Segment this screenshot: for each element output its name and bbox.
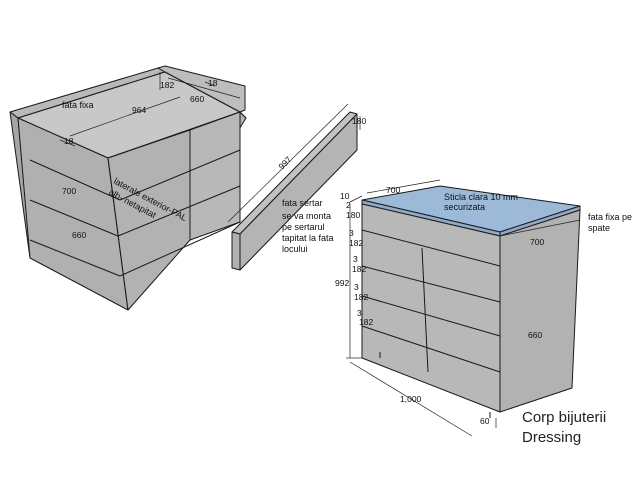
drawer-note-4: locului	[282, 244, 308, 254]
dim-2: 2	[346, 200, 351, 210]
dim-182-d: 182	[359, 317, 373, 327]
drawer-note-2: pe sertarul	[282, 222, 325, 232]
dim-18-top: 18	[208, 78, 218, 88]
drawer-front: 997 180 fata sertar se va monta pe serta…	[227, 103, 366, 271]
dim-1000: 1,000	[400, 394, 422, 404]
dim-182-c: 182	[354, 292, 368, 302]
left-cabinet: 182 18 660 964 18 700 660 fata fixa late…	[9, 65, 247, 311]
right-cabinet: 700 10 2 180 3 182 3 182 992 3 182 3 182…	[335, 179, 632, 437]
left-front-face-right	[189, 111, 241, 241]
glass-label-2: securizata	[444, 202, 485, 212]
dim-side-700: 700	[530, 237, 544, 247]
title-line-2: Dressing	[522, 429, 581, 446]
dim-992: 992	[335, 278, 349, 288]
dim-997: 997	[276, 154, 293, 171]
dim-660: 660	[72, 230, 86, 240]
label-fata-fixa: fata fixa	[62, 100, 94, 110]
glass-label-1: Sticla clara 10 mm	[444, 192, 518, 202]
dim-182-a: 182	[349, 238, 363, 248]
dim-3-b: 3	[353, 254, 358, 264]
back-label-2: spate	[588, 223, 610, 233]
drawer-front-face	[231, 231, 241, 271]
dim-964: 964	[132, 105, 146, 115]
drawer-front-body	[239, 113, 358, 271]
label-fata-sertar: fata sertar	[282, 198, 323, 208]
dim-180-drawer: 180	[352, 116, 366, 126]
dim-side-660: 660	[528, 330, 542, 340]
title-line-1: Corp bijuterii	[522, 409, 606, 426]
dim-10: 10	[340, 191, 350, 201]
dim-180: 180	[346, 210, 360, 220]
dim-3-d: 3	[357, 308, 362, 318]
dim-182: 182	[160, 80, 174, 90]
dim-top-700: 700	[386, 185, 400, 195]
left-right-lateral-top	[157, 65, 246, 113]
dim-60: 60	[480, 416, 490, 426]
drawer-note-3: tapitat la fata	[282, 233, 334, 243]
dim-3-c: 3	[354, 282, 359, 292]
drawer-note-1: se va monta	[282, 211, 331, 221]
dim-18-left: 18	[64, 136, 74, 146]
dim-182-b: 182	[352, 264, 366, 274]
dim-660-top: 660	[190, 94, 204, 104]
dim-700: 700	[62, 186, 76, 196]
back-label-1: fata fixa pe	[588, 212, 632, 222]
dim-3-a: 3	[349, 228, 354, 238]
